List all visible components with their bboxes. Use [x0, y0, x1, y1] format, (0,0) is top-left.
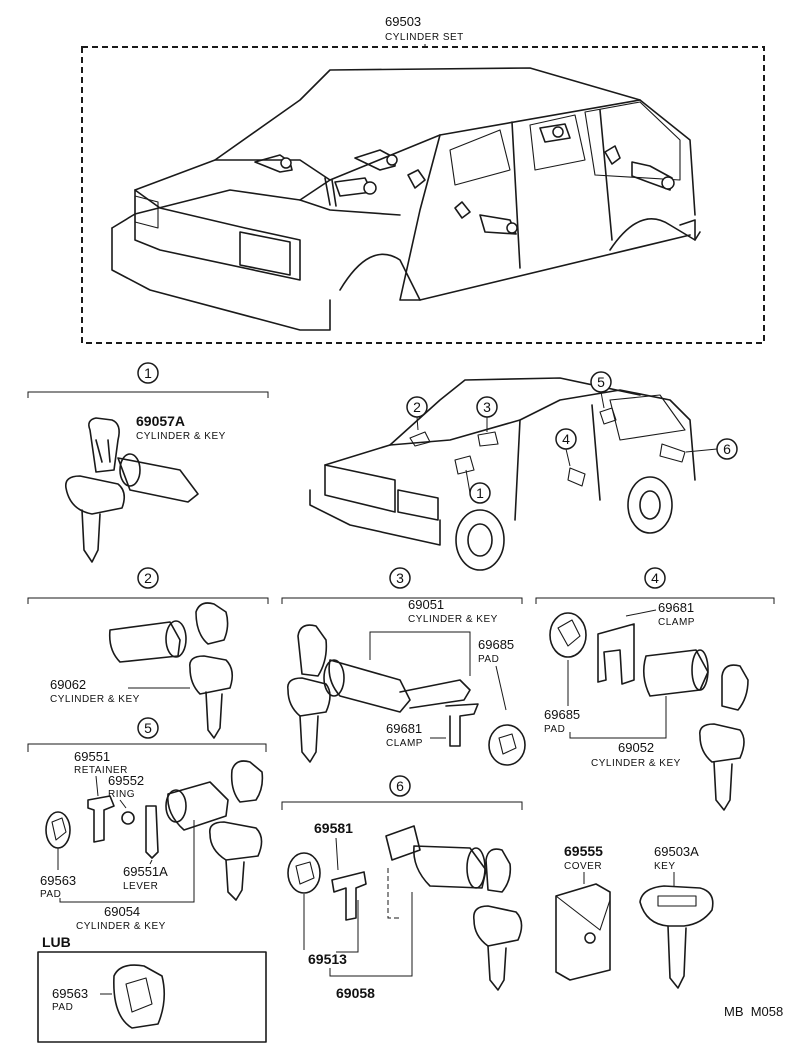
part-69054-no: 69054	[104, 904, 140, 919]
pad-69563-drawing	[113, 964, 166, 1029]
cylinder-key-69052-drawing	[549, 612, 749, 811]
section-6-callout: 6	[396, 778, 404, 794]
part-69552-name: RING	[108, 789, 135, 800]
part-69051-name: CYLINDER & KEY	[408, 614, 498, 625]
part-69552-no: 69552	[108, 773, 144, 788]
part-69551a-name: LEVER	[123, 881, 158, 892]
part-69563-name: PAD	[40, 889, 61, 900]
vehicle-callout-2: 2	[413, 399, 421, 415]
vehicle-callout-3: 3	[483, 399, 491, 415]
section-6: 6 69581 69513 69058	[281, 775, 523, 1001]
cylinder-key-69058-drawing	[287, 825, 523, 991]
part-69681-no-s3: 69681	[386, 721, 422, 736]
part-69551-no: 69551	[74, 749, 110, 764]
part-69057a-no: 69057A	[136, 413, 185, 429]
cylinder-set-part-no: 69503	[385, 14, 421, 29]
part-69685-name-s3: PAD	[478, 654, 499, 665]
part-69058-no: 69058	[336, 985, 375, 1001]
diagram-code: MB M058	[724, 1004, 783, 1019]
vehicle-callout-view: 2 3 5 4 6 1	[309, 371, 738, 571]
vehicle-callout-6: 6	[723, 441, 731, 457]
part-69551-name: RETAINER	[74, 765, 128, 776]
part-69681-no-s4: 69681	[658, 600, 694, 615]
part-69681-name-s4: CLAMP	[658, 617, 695, 628]
cylinder-key-69062-drawing	[108, 602, 234, 739]
cover-69555: 69555 COVER	[555, 843, 611, 981]
part-69057a-name: CYLINDER & KEY	[136, 431, 226, 442]
part-69062-name: CYLINDER & KEY	[50, 694, 140, 705]
part-69563-no: 69563	[40, 873, 76, 888]
part-69513-no: 69513	[308, 951, 347, 967]
section-5-callout: 5	[144, 720, 152, 736]
lub-part-name: PAD	[52, 1002, 73, 1013]
part-69555-name: COVER	[564, 861, 602, 872]
part-69555-no: 69555	[564, 843, 603, 859]
vehicle-callout-1: 1	[476, 485, 484, 501]
cylinder-set-boundary	[81, 46, 765, 344]
part-69685-name-s4: PAD	[544, 724, 565, 735]
key-69503a: 69503A KEY	[639, 844, 714, 989]
vehicle-callout-4: 4	[562, 431, 570, 447]
section-3-callout: 3	[396, 570, 404, 586]
section-4-callout: 4	[651, 570, 659, 586]
cylinder-key-69054-drawing	[45, 760, 264, 901]
part-69685-no-s3: 69685	[478, 637, 514, 652]
vehicle-overview-large	[111, 67, 701, 331]
lub-part-no: 69563	[52, 986, 88, 1001]
part-69581-no: 69581	[314, 820, 353, 836]
cylinder-key-69057a-drawing	[64, 417, 199, 563]
part-69062-no: 69062	[50, 677, 86, 692]
part-69051-no: 69051	[408, 597, 444, 612]
section-1-callout: 1	[144, 365, 152, 381]
section-2: 2 69062 CYLINDER & KEY	[27, 567, 269, 739]
section-2-callout: 2	[144, 570, 152, 586]
lub-section: LUB 69563 PAD	[37, 934, 267, 1043]
cylinder-set-label: 69503 CYLINDER SET	[385, 14, 464, 48]
part-69052-no: 69052	[618, 740, 654, 755]
cylinder-key-69051-drawing	[286, 624, 526, 766]
part-69681-name-s3: CLAMP	[386, 738, 423, 749]
part-69052-name: CYLINDER & KEY	[591, 758, 681, 769]
lub-label: LUB	[42, 934, 71, 950]
lub-box	[37, 951, 267, 1043]
part-69503a-no: 69503A	[654, 844, 699, 859]
part-69054-name: CYLINDER & KEY	[76, 921, 166, 932]
vehicle-callout-5: 5	[597, 374, 605, 390]
section-4: 4 69681 CLAMP 69685 PAD 69052 CYLINDER &…	[535, 567, 775, 811]
section-1: 1 69057A CYLINDER & KEY	[27, 362, 269, 563]
part-69551a-no: 69551A	[123, 864, 168, 879]
cover-drawing	[555, 883, 611, 981]
part-69503a-name: KEY	[654, 861, 676, 872]
key-drawing	[639, 885, 714, 927]
part-69685-no-s4: 69685	[544, 707, 580, 722]
section-5: 5 69551 RETAINER 69552 RING 69551A LEVER…	[27, 717, 267, 932]
cylinder-set-name: CYLINDER SET	[385, 32, 464, 43]
section-3: 3 69051 CYLINDER & KEY 69685 PAD 69681 C…	[281, 567, 526, 766]
